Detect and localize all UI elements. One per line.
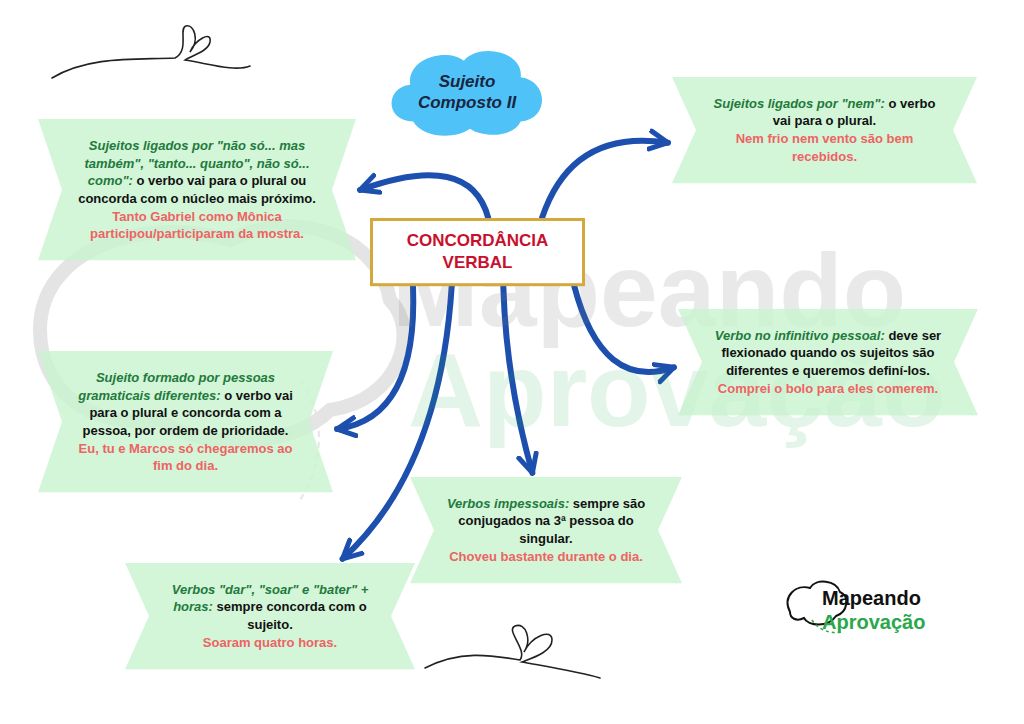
node-outline xyxy=(372,219,584,284)
connector-arrow xyxy=(360,175,488,218)
rule-ribbon: Verbos "dar", "soar" e "bater" + horas: … xyxy=(125,563,415,669)
node-outline xyxy=(38,119,356,260)
logo-text: Mapeando xyxy=(822,588,921,608)
node-shape xyxy=(370,218,585,286)
node-outline xyxy=(392,51,543,136)
node-outline xyxy=(672,77,977,183)
rule-example: Soaram quatro horas. xyxy=(157,634,383,652)
rule-example: Nem frio nem vento são bem recebidos. xyxy=(704,130,945,165)
rule-ribbon: Verbo no infinitivo pessoal: deve ser fl… xyxy=(678,309,978,415)
rule-example: Comprei o bolo para eles comerem. xyxy=(710,380,946,398)
rule-heading: Verbos impessoais: xyxy=(447,496,569,511)
rule-example: Eu, tu e Marcos só chegaremos ao fim do … xyxy=(70,440,301,475)
node-shape xyxy=(125,563,415,669)
rule-ribbon: Sujeito formado por pessoas gramaticais … xyxy=(38,351,333,492)
node-content: Verbos "dar", "soar" e "bater" + horas: … xyxy=(125,563,415,669)
rule-example: Choveu bastante durante o dia. xyxy=(442,548,650,566)
node-outline xyxy=(38,351,333,492)
node-shape xyxy=(410,477,682,583)
node-text: Sujeito Composto II xyxy=(418,72,516,112)
heart-line xyxy=(52,26,250,78)
rule-body: sempre concorda com o sujeito. xyxy=(217,599,367,632)
node-content: Sujeitos ligados por "nem": o verbo vai … xyxy=(672,77,977,183)
connector-arrow xyxy=(542,141,668,218)
heart-line xyxy=(425,625,600,678)
logo-text: Aprovação xyxy=(822,612,925,632)
rule-ribbon: Verbos impessoais: sempre são conjugados… xyxy=(410,477,682,583)
node-outline xyxy=(410,477,682,583)
center-box: CONCORDÂNCIA VERBAL xyxy=(370,218,585,286)
title-cloud: Sujeito Composto II xyxy=(388,46,546,138)
rule-ribbon: Sujeitos ligados por "não só... mas tamb… xyxy=(38,119,356,260)
node-content: Verbo no infinitivo pessoal: deve ser fl… xyxy=(678,309,978,415)
rule-example: Tanto Gabriel como Mônica participou/par… xyxy=(70,208,324,243)
node-content: Verbos impessoais: sempre são conjugados… xyxy=(410,477,682,583)
node-outline xyxy=(678,309,978,415)
node-outline xyxy=(125,563,415,669)
node-content: CONCORDÂNCIA VERBAL xyxy=(370,218,585,286)
node-text: CONCORDÂNCIA VERBAL xyxy=(407,231,549,272)
node-content: Sujeitos ligados por "não só... mas tamb… xyxy=(38,119,356,260)
node-content: Sujeito Composto II xyxy=(388,46,546,113)
node-content: Sujeito formado por pessoas gramaticais … xyxy=(38,351,333,492)
node-shape xyxy=(672,77,977,183)
node-shape xyxy=(678,309,978,415)
rule-ribbon: Sujeitos ligados por "nem": o verbo vai … xyxy=(672,77,977,183)
rule-heading: Verbo no infinitivo pessoal: xyxy=(715,328,885,343)
rule-heading: Sujeitos ligados por "nem": xyxy=(714,96,885,111)
node-shape xyxy=(388,46,546,138)
